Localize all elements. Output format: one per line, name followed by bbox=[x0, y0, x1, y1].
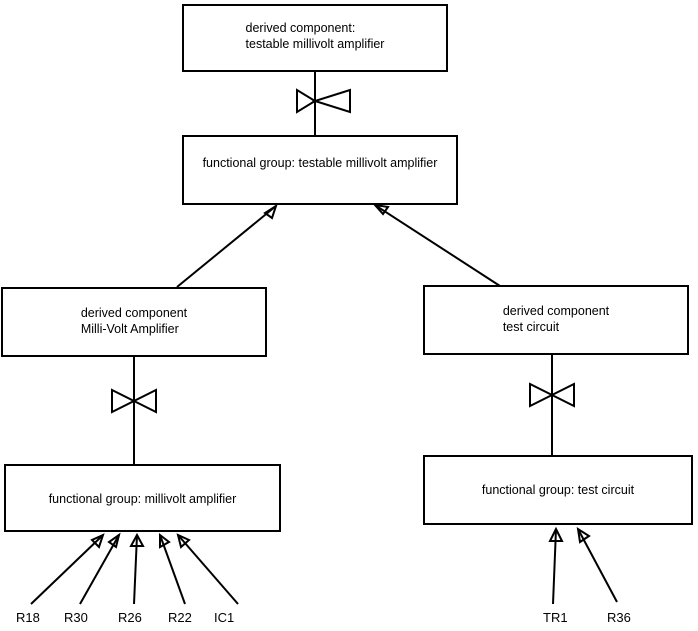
node-derived-milli-volt-amplifier[interactable]: derived component Milli-Volt Amplifier bbox=[1, 287, 267, 357]
node-label: derived component Milli-Volt Amplifier bbox=[80, 306, 188, 336]
arrow-r30 bbox=[79, 532, 121, 605]
bowtie-icon bbox=[296, 88, 351, 114]
arrow-r26 bbox=[129, 532, 145, 605]
node-label: derived component test circuit bbox=[502, 304, 610, 334]
node-label: functional group: test circuit bbox=[481, 483, 635, 497]
leaf-label-r30[interactable]: R30 bbox=[64, 610, 88, 625]
arrow-ic1 bbox=[176, 533, 239, 605]
leaf-label-r26[interactable]: R26 bbox=[118, 610, 142, 625]
node-label: functional group: millivolt amplifier bbox=[48, 492, 237, 506]
node-functional-group-test-circuit[interactable]: functional group: test circuit bbox=[423, 455, 693, 525]
arrow-testcircuit-to-fg-testable bbox=[372, 203, 501, 287]
node-derived-testable-millivolt-amplifier[interactable]: derived component: testable millivolt am… bbox=[182, 4, 448, 72]
arrow-r18 bbox=[30, 533, 105, 605]
derivation-link-right bbox=[529, 355, 575, 455]
derivation-link-top bbox=[296, 72, 351, 135]
arrow-r22 bbox=[159, 532, 186, 605]
node-functional-group-testable-millivolt-amplifier[interactable]: functional group: testable millivolt amp… bbox=[182, 135, 458, 205]
arrow-tr1 bbox=[548, 526, 564, 605]
leaf-label-r36[interactable]: R36 bbox=[607, 610, 631, 625]
arrow-r36 bbox=[576, 526, 618, 603]
bowtie-icon bbox=[529, 382, 575, 408]
leaf-label-r22[interactable]: R22 bbox=[168, 610, 192, 625]
node-label: derived component: testable millivolt am… bbox=[245, 21, 385, 51]
leaf-label-tr1[interactable]: TR1 bbox=[543, 610, 568, 625]
derivation-link-left bbox=[111, 357, 157, 464]
leaf-label-ic1[interactable]: IC1 bbox=[214, 610, 235, 625]
node-derived-test-circuit[interactable]: derived component test circuit bbox=[423, 285, 689, 355]
bowtie-icon bbox=[111, 388, 157, 414]
node-functional-group-millivolt-amplifier[interactable]: functional group: millivolt amplifier bbox=[4, 464, 281, 532]
node-label: functional group: testable millivolt amp… bbox=[202, 156, 438, 170]
arrow-mvamp-to-fg-testable bbox=[176, 203, 278, 288]
leaf-label-r18[interactable]: R18 bbox=[16, 610, 40, 625]
